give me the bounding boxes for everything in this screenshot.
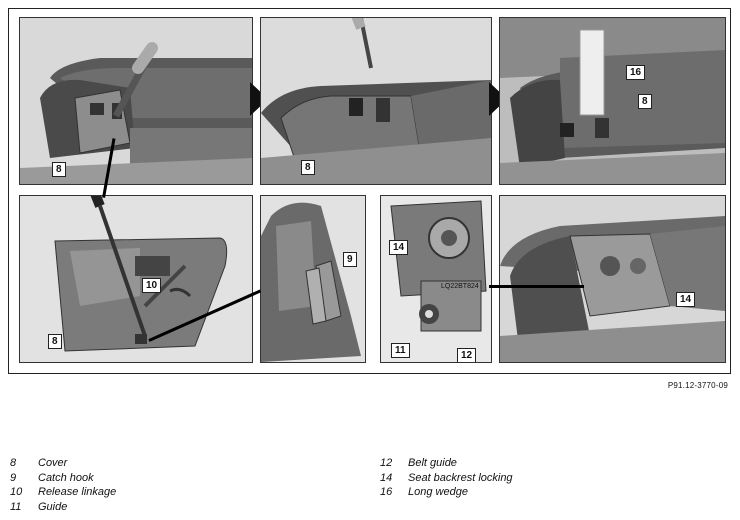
callout-8: 8 (48, 334, 62, 349)
legend-label: Cover (38, 457, 68, 469)
legend-number: 8 (10, 457, 17, 469)
legend-item: 11 Guide (10, 501, 116, 516)
callout-8: 8 (638, 94, 652, 109)
legend-item: 14 Seat backrest locking (380, 472, 513, 487)
legend-number: 14 (380, 471, 393, 484)
legend-number: 10 (10, 486, 23, 498)
connector-line (489, 285, 584, 288)
photo-remove-cover-step2: 8 (260, 17, 492, 185)
legend-item: 9 Catch hook (10, 472, 116, 487)
legend-item: 12 Belt guide (380, 457, 513, 472)
legend-label: Seat backrest locking (408, 471, 513, 484)
armrest-open-image (500, 196, 725, 362)
part-marking-text: LQ22BT824 (441, 283, 479, 290)
armrest-cover-closeup-image (261, 18, 491, 184)
legend-number: 16 (380, 486, 393, 498)
callout-14: 14 (676, 292, 696, 307)
callout-10: 10 (142, 278, 162, 293)
legend-number: 12 (380, 457, 393, 469)
legend-item: 10 Release linkage (10, 486, 116, 501)
locking-mechanism-image: LQ22BT824 (381, 196, 491, 362)
legend-item: 16 Long wedge (380, 486, 513, 501)
legend-label: Release linkage (38, 486, 117, 498)
callout-16: 16 (626, 65, 646, 80)
legend-right: 12 Belt guide 14 Seat backrest locking 16 L… (380, 457, 513, 501)
legend-number: 11 (10, 500, 22, 513)
photo-seat-backrest-locking: 14 (499, 195, 726, 363)
legend-label: Long wedge (408, 486, 468, 498)
legend-number: 9 (10, 471, 17, 484)
callout-14: 14 (389, 240, 409, 255)
photo-long-wedge: 16 8 (499, 17, 726, 185)
legend-label: Guide (38, 500, 68, 513)
photo-locking-detail: LQ22BT824 14 11 12 (380, 195, 492, 363)
callout-8: 8 (301, 160, 315, 175)
photo-cover-release-linkage: 10 8 (19, 195, 253, 363)
legend-item: 8 Cover (10, 457, 116, 472)
figure-reference: P91.12-3770-09 (667, 381, 728, 390)
photo-remove-cover-step1: 8 (19, 17, 253, 185)
figure-frame: 8 8 16 8 (8, 8, 731, 374)
legend-label: Belt guide (408, 457, 457, 469)
callout-9: 9 (343, 252, 357, 267)
legend-label: Catch hook (38, 471, 94, 484)
callout-12: 12 (457, 348, 477, 362)
legend-left: 8 Cover 9 Catch hook 10 Release linkage 11 G… (10, 457, 116, 515)
callout-8: 8 (52, 162, 66, 177)
armrest-cover-image (20, 18, 252, 184)
callout-11: 11 (391, 343, 410, 358)
photo-catch-hook: 9 (260, 195, 366, 363)
armrest-wedge-image (500, 18, 725, 184)
catch-hook-image (261, 196, 365, 362)
